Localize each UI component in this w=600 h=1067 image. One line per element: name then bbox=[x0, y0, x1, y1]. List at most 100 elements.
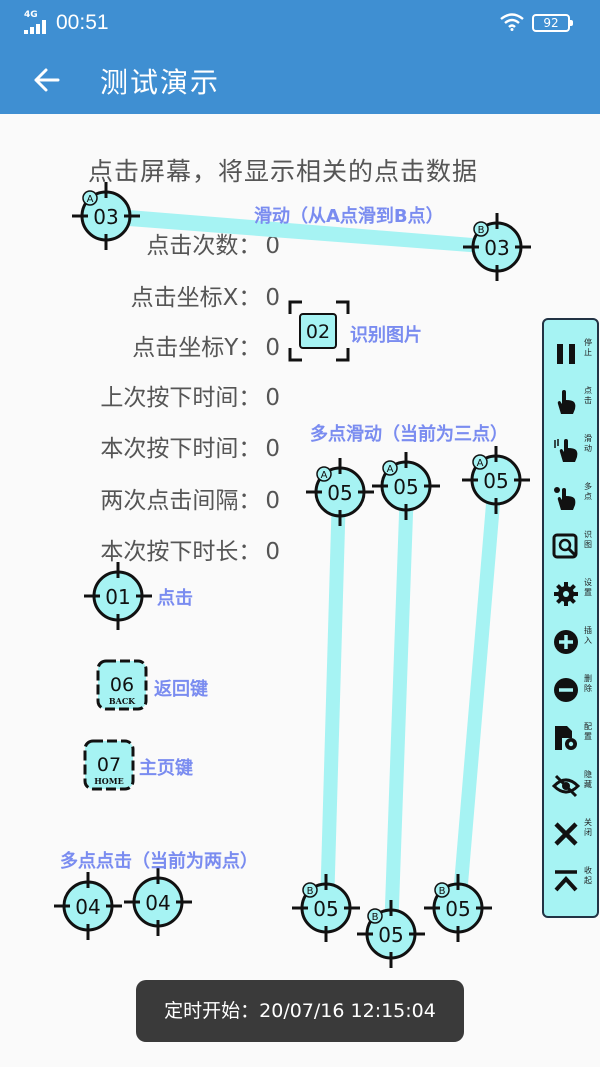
svg-text:04: 04 bbox=[145, 891, 170, 915]
stat-label: 本次按下时长： bbox=[100, 539, 262, 565]
network-type: 4G bbox=[24, 10, 38, 20]
toolbar-label: 多点 bbox=[584, 482, 592, 501]
toolbar-label: 停止 bbox=[584, 338, 592, 357]
svg-text:A: A bbox=[477, 458, 484, 469]
collapse-icon bbox=[554, 870, 578, 892]
stat-value: 0 bbox=[265, 436, 280, 462]
svg-text:05: 05 bbox=[378, 923, 403, 947]
multi-swipe-start-marker: 05 A bbox=[370, 450, 442, 522]
page-title: 测试演示 bbox=[100, 66, 221, 99]
toolbar-multi-button[interactable]: 多点 bbox=[544, 476, 597, 522]
stat-row-duration: 本次按下时长：0 bbox=[100, 532, 280, 566]
toolbar-label: 设置 bbox=[584, 578, 592, 597]
recognize-marker: 02 bbox=[288, 300, 350, 362]
toolbar-label: 收起 bbox=[584, 866, 592, 885]
multi-swipe-path bbox=[320, 492, 346, 908]
toolbar-delete-button[interactable]: 删除 bbox=[544, 668, 597, 714]
stat-value: 0 bbox=[265, 488, 280, 514]
svg-text:03: 03 bbox=[93, 205, 118, 229]
svg-text:B: B bbox=[439, 886, 446, 897]
multi-click-label: 多点点击（当前为两点） bbox=[60, 851, 258, 872]
toolbar-hide-button[interactable]: 隐藏 bbox=[544, 764, 597, 810]
stat-value: 0 bbox=[265, 233, 280, 259]
home-key-marker: 07 HOME bbox=[83, 739, 135, 791]
multi-swipe-end-marker: 05 B bbox=[422, 872, 494, 944]
toolbar-label: 隐藏 bbox=[584, 770, 592, 789]
back-key-label: 返回键 bbox=[154, 679, 208, 700]
svg-text:A: A bbox=[87, 194, 94, 205]
stat-row-this-press: 本次按下时间：0 bbox=[100, 429, 280, 463]
swipe-end-marker: 03 B bbox=[461, 211, 533, 283]
multi-swipe-start-marker: 05 A bbox=[304, 456, 376, 528]
svg-text:05: 05 bbox=[483, 469, 508, 493]
stat-value: 0 bbox=[265, 335, 280, 361]
svg-text:06: 06 bbox=[110, 674, 134, 696]
toast-message: 定时开始：20/07/16 12:15:04 bbox=[136, 980, 464, 1042]
toolbar-close-button[interactable]: 关闭 bbox=[544, 812, 597, 858]
tap-hand-icon bbox=[557, 390, 576, 414]
toolbar-insert-button[interactable]: 插入 bbox=[544, 620, 597, 666]
multi-swipe-end-marker: 05 B bbox=[355, 898, 427, 970]
clock: 00:51 bbox=[56, 11, 109, 34]
svg-text:B: B bbox=[372, 912, 379, 923]
toolbar-settings-button[interactable]: 设置 bbox=[544, 572, 597, 618]
toolbar-label: 点击 bbox=[584, 386, 592, 405]
toolbar-config-button[interactable]: 配置 bbox=[544, 716, 597, 762]
toolbar-stop-button[interactable]: 停止 bbox=[544, 332, 597, 378]
svg-text:03: 03 bbox=[484, 236, 509, 260]
stat-row-y: 点击坐标Y：0 bbox=[132, 328, 280, 362]
svg-text:A: A bbox=[387, 464, 394, 475]
stat-row-x: 点击坐标X：0 bbox=[131, 278, 280, 312]
close-icon bbox=[554, 822, 578, 846]
toolbar-recognize-button[interactable]: 识图 bbox=[544, 524, 597, 570]
toolbar-collapse-button[interactable]: 收起 bbox=[544, 860, 597, 906]
multi-tap-hand-icon bbox=[554, 487, 576, 510]
eye-off-icon bbox=[552, 774, 580, 798]
minus-circle-icon bbox=[554, 678, 578, 702]
gear-icon bbox=[554, 582, 578, 606]
app-bar: 测试演示 bbox=[0, 48, 600, 114]
config-file-icon bbox=[555, 726, 577, 750]
signal-icon bbox=[24, 20, 46, 34]
wifi-icon bbox=[500, 13, 524, 31]
plus-circle-icon bbox=[554, 630, 578, 654]
home-key-label: 主页键 bbox=[139, 758, 193, 779]
svg-text:02: 02 bbox=[306, 321, 330, 343]
stat-row-interval: 两次点击间隔：0 bbox=[100, 481, 280, 515]
toolbar-click-button[interactable]: 点击 bbox=[544, 380, 597, 426]
status-bar: 4G 00:51 92 bbox=[0, 0, 600, 48]
stat-label: 两次点击间隔： bbox=[100, 488, 262, 514]
toolbar-label: 删除 bbox=[584, 674, 592, 693]
back-key-marker: 06 BACK bbox=[96, 659, 148, 711]
stat-label: 上次按下时间： bbox=[100, 385, 262, 411]
stat-label: 点击坐标X： bbox=[130, 285, 262, 311]
toolbar-swipe-button[interactable]: 滑动 bbox=[544, 428, 597, 474]
svg-text:05: 05 bbox=[327, 481, 352, 505]
stat-label: 本次按下时间： bbox=[100, 436, 262, 462]
swipe-hand-icon bbox=[554, 439, 578, 462]
multi-swipe-path bbox=[452, 480, 502, 908]
toolbar-label: 关闭 bbox=[584, 818, 592, 837]
tap-hint: 点击屏幕，将显示相关的点击数据 bbox=[88, 157, 479, 186]
svg-text:B: B bbox=[478, 225, 485, 236]
multi-swipe-path bbox=[384, 486, 414, 934]
image-search-icon bbox=[552, 533, 578, 559]
svg-text:04: 04 bbox=[75, 895, 100, 919]
svg-text:07: 07 bbox=[97, 754, 121, 776]
battery-icon: 92 bbox=[532, 14, 573, 32]
toolbar-label: 配置 bbox=[584, 722, 592, 741]
stat-row-last-press: 上次按下时间：0 bbox=[100, 378, 280, 412]
multi-click-marker: 04 bbox=[122, 866, 194, 938]
stat-label: 点击坐标Y： bbox=[132, 335, 262, 361]
multi-swipe-label: 多点滑动（当前为三点） bbox=[310, 424, 508, 445]
battery-level: 92 bbox=[543, 16, 559, 30]
svg-text:A: A bbox=[321, 470, 328, 481]
svg-text:HOME: HOME bbox=[94, 776, 123, 786]
toolbar-label: 插入 bbox=[584, 626, 592, 645]
svg-text:B: B bbox=[307, 886, 314, 897]
arrow-left-icon[interactable] bbox=[28, 62, 64, 98]
svg-text:05: 05 bbox=[393, 475, 418, 499]
svg-text:01: 01 bbox=[105, 585, 130, 609]
toolbar-label: 识图 bbox=[584, 530, 592, 549]
floating-toolbar: 停止 点击 滑动 多点 识图 设置 插入 删除 配置 隐藏 关闭 收起 bbox=[542, 318, 599, 918]
